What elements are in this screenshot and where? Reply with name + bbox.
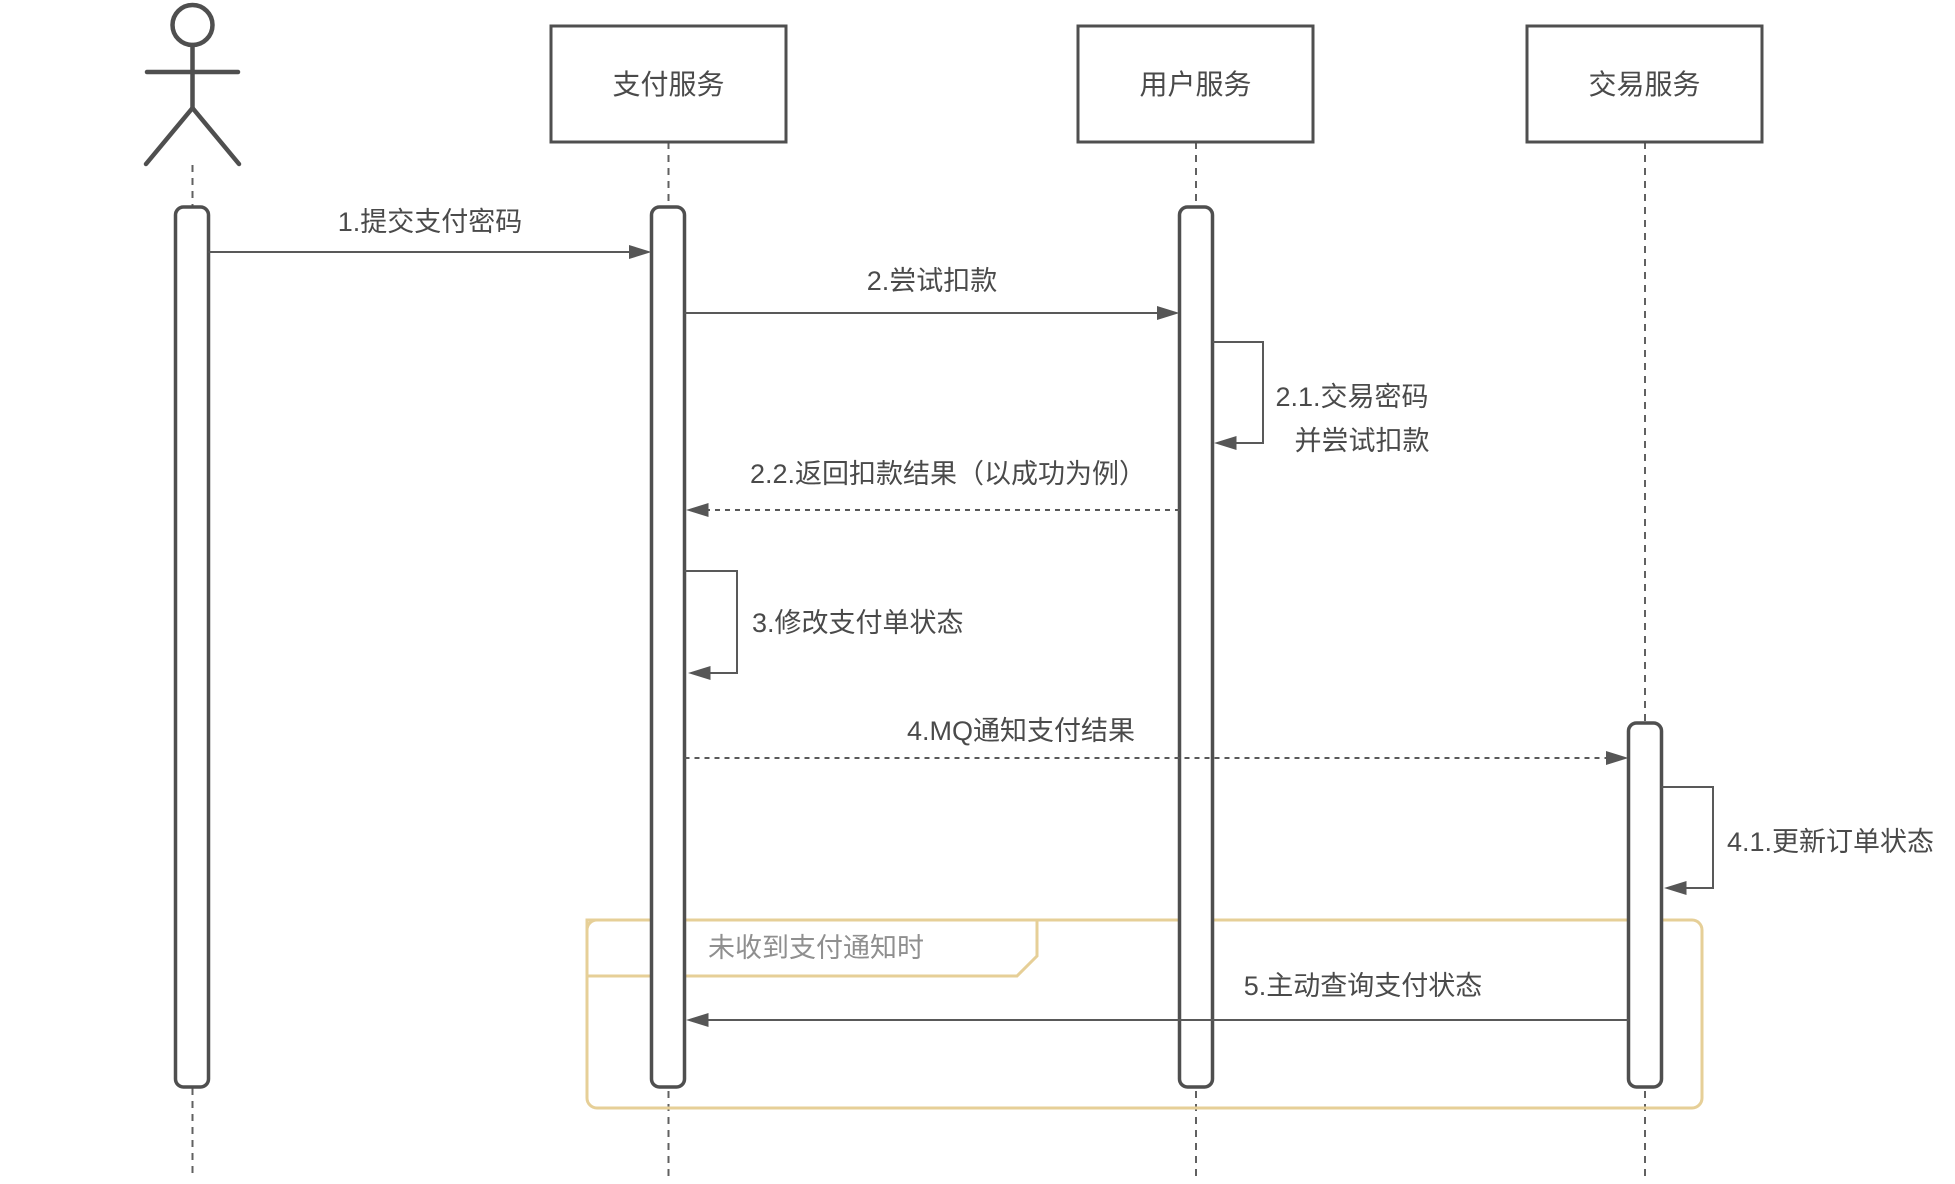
message-4-label: 4.MQ通知支付结果 <box>907 716 1135 746</box>
message-2-arrowhead <box>1157 306 1180 320</box>
message-5-label: 5.主动查询支付状态 <box>1244 971 1483 1001</box>
message-4-1-loop <box>1661 786 1714 889</box>
message-5: 5.主动查询支付状态 <box>686 971 1629 1027</box>
message-1: 1.提交支付密码 <box>208 207 652 259</box>
message-2-1-arrowhead <box>1214 436 1237 450</box>
lifelines <box>191 142 1646 1178</box>
message-4-1-arrowhead <box>1664 881 1687 895</box>
participant-trade-service: 交易服务 <box>1525 24 1764 144</box>
message-2-1-loop <box>1212 341 1264 444</box>
actor-head <box>170 2 215 48</box>
message-4: 4.MQ通知支付结果 <box>684 716 1629 765</box>
message-3-self-call: 3.修改支付单状态 <box>684 570 964 680</box>
message-3-loop <box>684 570 738 674</box>
participant-box-trade-service <box>1525 24 1764 144</box>
participant-payment-service: 支付服务 <box>549 24 788 144</box>
participant-boxes: 支付服务 用户服务 交易服务 <box>549 24 1764 144</box>
participant-box-user-service <box>1076 24 1315 144</box>
message-2: 2.尝试扣款 <box>684 266 1180 320</box>
message-2-2-label: 2.2.返回扣款结果（以成功为例） <box>750 459 1146 489</box>
message-2-1-label-line1: 2.1.交易密码 <box>1275 382 1428 412</box>
fragment-label: 未收到支付通知时 <box>708 933 924 963</box>
message-2-2: 2.2.返回扣款结果（以成功为例） <box>686 459 1180 517</box>
message-4-arrowhead <box>1606 751 1629 765</box>
fragment-border <box>585 918 1704 1110</box>
message-3-label: 3.修改支付单状态 <box>752 608 964 638</box>
message-2-2-arrowhead <box>686 503 709 517</box>
message-1-arrowhead <box>629 245 652 259</box>
fragment-frame: 未收到支付通知时 <box>585 918 1704 1110</box>
participant-user-service: 用户服务 <box>1076 24 1315 144</box>
message-2-1-self-call: 2.1.交易密码 并尝试扣款 <box>1212 341 1430 456</box>
participant-label-trade-service: 交易服务 <box>1588 69 1700 100</box>
participant-label-payment-service: 支付服务 <box>612 69 724 100</box>
message-3-arrowhead <box>688 666 711 680</box>
actor-figure <box>143 2 242 167</box>
activation-bar-trade-service <box>1626 721 1664 1089</box>
activation-bars <box>173 205 1664 1089</box>
actor-leg-left <box>143 105 195 167</box>
participant-label-user-service: 用户服务 <box>1139 69 1251 100</box>
fragment-label-pentagon <box>585 918 1039 978</box>
message-2-label: 2.尝试扣款 <box>867 266 998 296</box>
activation-bar-actor <box>173 205 211 1089</box>
message-1-label: 1.提交支付密码 <box>338 207 523 237</box>
participant-box-payment-service <box>549 24 788 144</box>
activation-bar-payment-service <box>649 205 687 1089</box>
activation-bar-user-service <box>1177 205 1215 1089</box>
message-2-1-label-line2: 并尝试扣款 <box>1295 426 1430 456</box>
message-5-arrowhead <box>686 1013 709 1027</box>
message-4-1-label: 4.1.更新订单状态 <box>1727 827 1934 857</box>
message-4-1-self-call: 4.1.更新订单状态 <box>1661 786 1934 895</box>
actor-leg-right <box>190 105 242 167</box>
